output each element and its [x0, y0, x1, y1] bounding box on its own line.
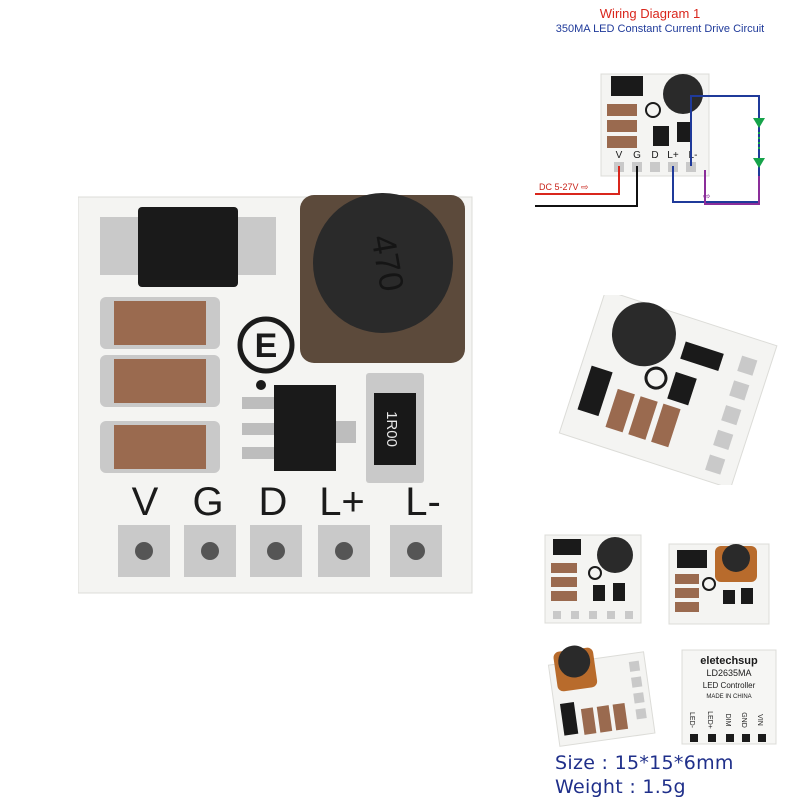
- arrow-icon: ⇨: [581, 182, 589, 192]
- arrow-icon: ⇨: [703, 191, 711, 201]
- mini-diode: [611, 76, 643, 96]
- angled-capacitor: [628, 396, 658, 440]
- mini-pin-d: D: [651, 150, 658, 161]
- wiring-diagram-title: Wiring Diagram 1: [599, 6, 701, 21]
- pin-label-d: D: [259, 480, 288, 524]
- supply-label: DC 5-27V: [539, 182, 579, 192]
- angled-e-logo: [644, 366, 668, 390]
- chip-pin: [242, 447, 276, 459]
- thumb-board-side: [547, 645, 656, 747]
- weight-spec: Weight : 1.5g: [555, 776, 686, 798]
- wire-led-minus: [704, 170, 760, 205]
- resistor-code: 1R00: [383, 411, 400, 447]
- back-board-photo: eletechsup LD2635MA LED Controller MADE …: [681, 649, 777, 745]
- wire-positive: [535, 166, 620, 195]
- e-logo-letter: E: [255, 327, 278, 365]
- diode-body: [138, 207, 238, 287]
- back-pin-led-minus: LED-: [688, 712, 695, 729]
- mini-pin-g: G: [633, 150, 641, 161]
- chip-pin: [332, 421, 356, 443]
- thumb-board-top: [544, 534, 642, 624]
- angled-inductor: [611, 302, 676, 367]
- mini-capacitor: [607, 104, 637, 116]
- mini-capacitor: [607, 136, 637, 148]
- angled-capacitor: [651, 403, 681, 448]
- angled-diode: [577, 365, 613, 417]
- capacitor-3: [114, 425, 206, 469]
- mini-resistor: [677, 122, 691, 142]
- angled-resistor: [680, 341, 724, 371]
- mini-pin-v: V: [616, 150, 623, 161]
- mini-chip: [653, 126, 669, 146]
- mini-pin-lplus: L+: [667, 150, 679, 161]
- size-spec: Size : 15*15*6mm: [555, 752, 734, 774]
- pin-label-lminus: L-: [405, 480, 441, 524]
- thumb-board-angled: [668, 543, 770, 625]
- mini-e-logo: [645, 102, 661, 118]
- back-origin: MADE IN CHINA: [706, 694, 751, 700]
- wiring-diagram-subtitle: 350MA LED Constant Current Drive Circuit: [555, 23, 765, 35]
- led-icon: [753, 118, 765, 128]
- back-desc: LED Controller: [703, 681, 756, 690]
- resistor-body: [374, 393, 416, 465]
- chip-dot: [256, 380, 266, 390]
- angled-board-photo: [558, 295, 778, 485]
- back-pin-dim: DIM: [724, 714, 731, 727]
- back-model: LD2635MA: [706, 668, 751, 678]
- pin-label-lplus: L+: [319, 480, 365, 524]
- mini-inductor: [663, 74, 703, 114]
- capacitor-2: [114, 359, 206, 403]
- pin-label-v: V: [132, 480, 159, 524]
- led-icon: [753, 158, 765, 168]
- back-pin-vin: VIN: [756, 714, 763, 726]
- driver-chip: [274, 385, 336, 471]
- chip-pin: [242, 397, 276, 409]
- back-pin-gnd: GND: [740, 712, 747, 728]
- chip-pin: [242, 423, 276, 435]
- inductor-body: [313, 193, 453, 333]
- angled-chip: [667, 371, 697, 406]
- angled-capacitor: [605, 388, 635, 433]
- pin-label-g: G: [192, 480, 223, 524]
- mini-pin-lminus: L-: [689, 150, 698, 161]
- e-logo-ring: [237, 316, 295, 374]
- main-board-photo: 470 E 1R00 V G D L+ L-: [78, 193, 473, 594]
- back-pin-led-plus: LED+: [706, 711, 713, 729]
- back-brand: eletechsup: [700, 655, 758, 667]
- wiring-diagram: V G D L+ L- DC 5-27V ⇨ ⇨: [535, 73, 765, 207]
- capacitor-1: [114, 301, 206, 345]
- mini-capacitor: [607, 120, 637, 132]
- wire-ground: [535, 166, 638, 207]
